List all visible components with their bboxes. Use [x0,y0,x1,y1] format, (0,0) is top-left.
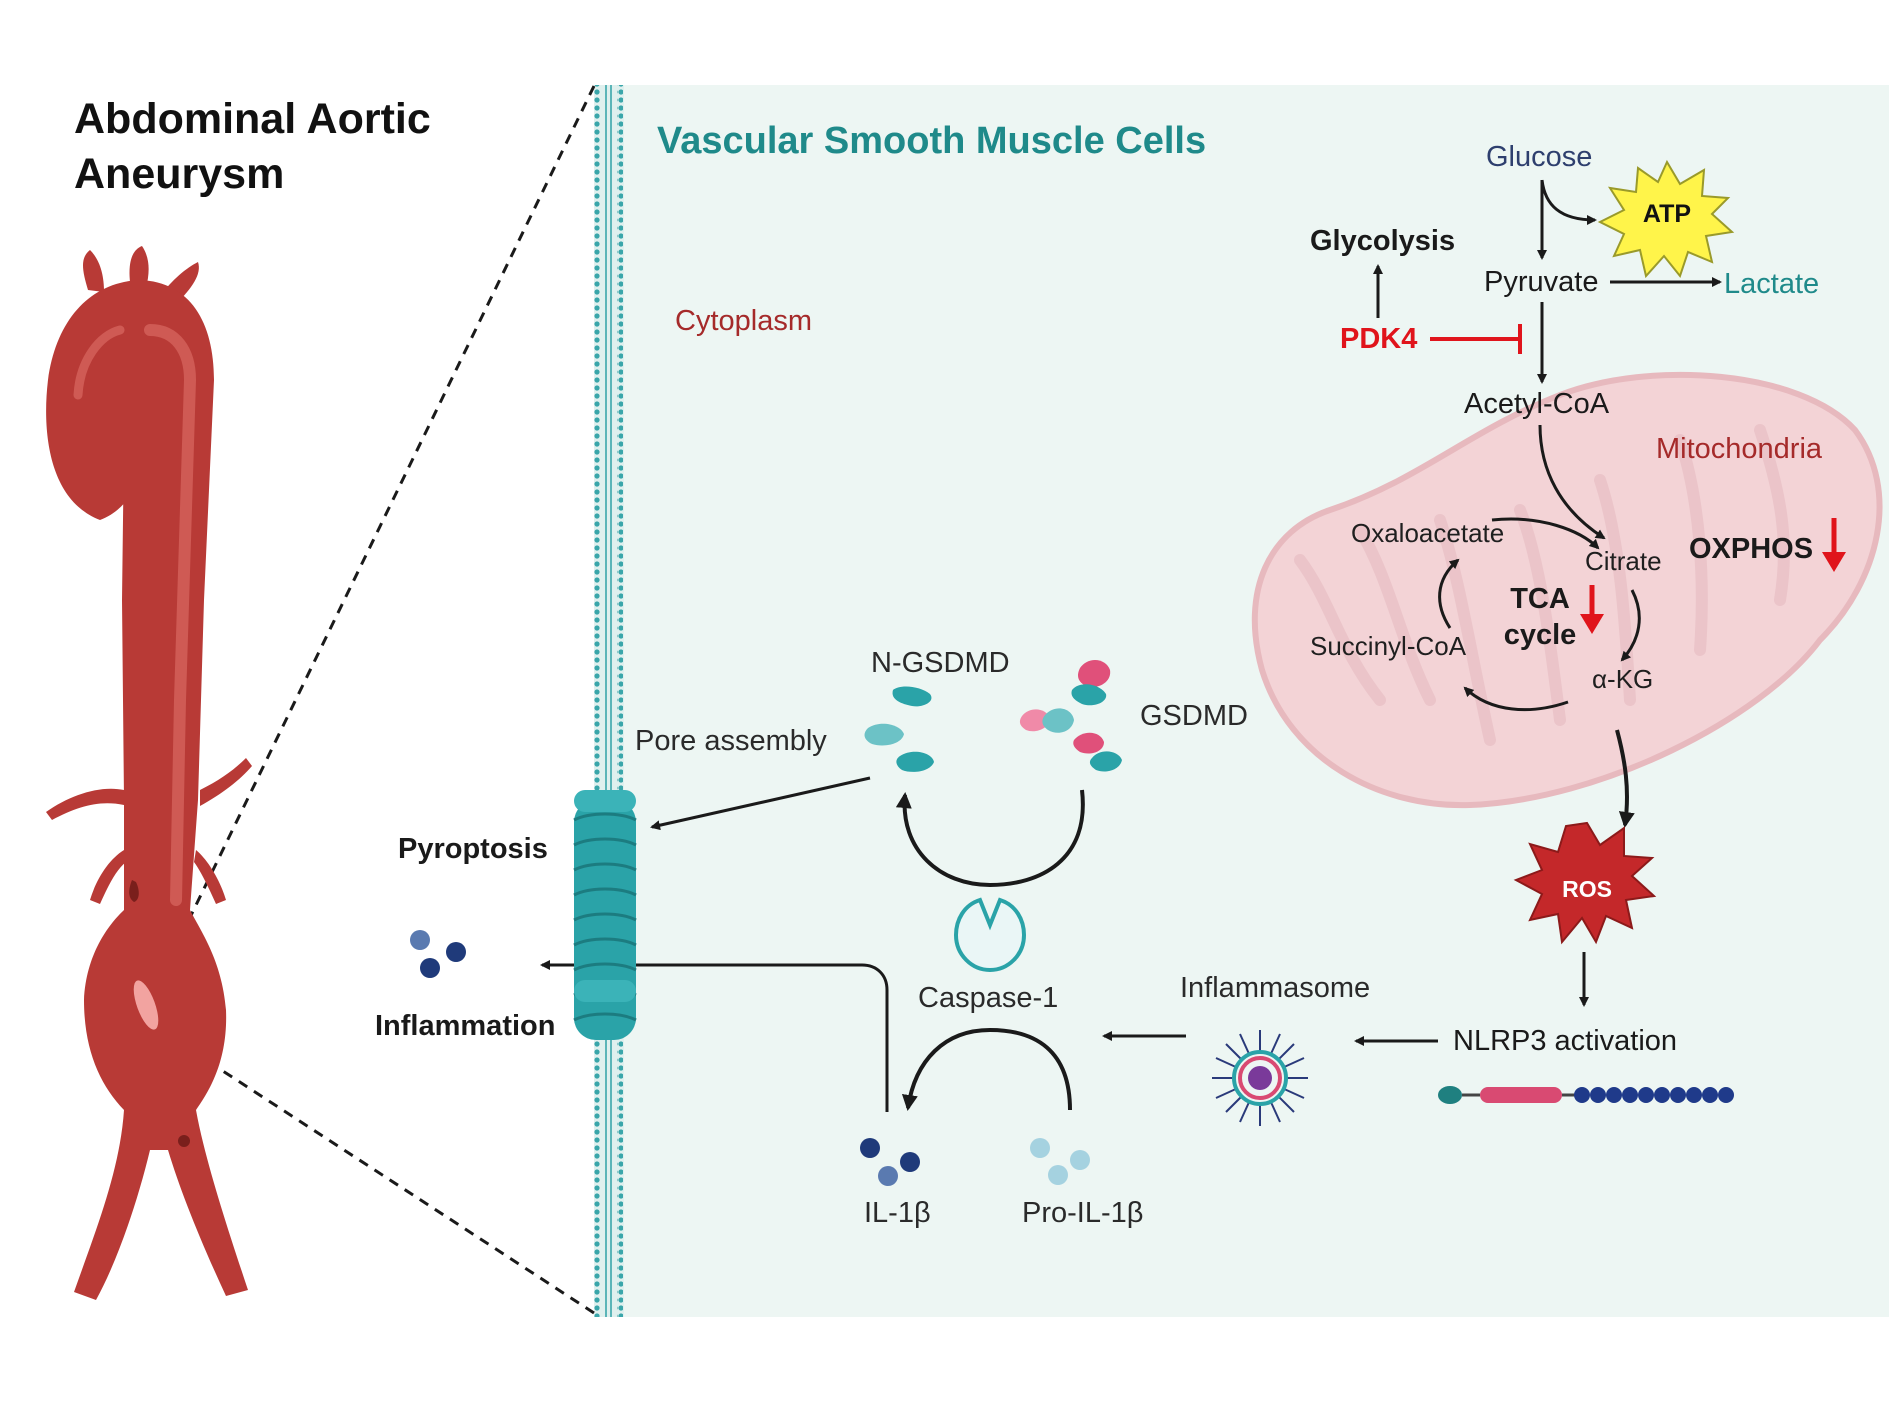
tca-label-line-2: cycle [1504,619,1577,651]
mitochondria-label: Mitochondria [1656,433,1823,465]
inflammasome-icon [1212,1030,1308,1126]
gsdmd-label: GSDMD [1140,700,1248,732]
tca-arrow-bottom [1463,686,1569,712]
mitochondrion [1251,371,1883,809]
il1b-icon [860,1138,920,1186]
glycolysis-label: Glycolysis [1310,225,1455,257]
oxphos-decrease-arrow-icon [1822,518,1846,572]
acetylcoa-to-citrate-arrow [1538,424,1606,540]
il1b-label: IL-1β [864,1197,931,1229]
citrate-label: Citrate [1585,546,1662,576]
pro-il1b-icon [1030,1138,1090,1185]
akg-label: α-KG [1592,664,1653,694]
cytoplasm-label: Cytoplasm [675,305,812,337]
pore-assembly-arrow [650,776,871,831]
nlrp3-label: NLRP3 activation [1453,1025,1677,1057]
pro-il1b-to-il1b-arrow [901,1027,1072,1111]
membrane-pore-icon [573,790,637,1040]
acetyl-coa-label: Acetyl-CoA [1464,388,1610,420]
zoom-line-bottom [159,1028,595,1315]
glucose-label: Glucose [1486,141,1592,173]
caspase-1-icon [953,897,1027,973]
title-line-1: Abdominal Aortic [74,95,431,143]
cell-heading: Vascular Smooth Muscle Cells [657,120,1206,162]
inflammation-label: Inflammation [375,1010,555,1042]
aorta-illustration [46,246,252,1300]
inflammasome-label: Inflammasome [1180,972,1370,1004]
tca-arrow-right [1620,589,1641,662]
akg-to-ros-arrow [1615,729,1635,828]
n-gsdmd-label: N-GSDMD [871,647,1010,679]
nlrp3-domain-icon [1438,1086,1734,1104]
n-gsdmd-protein-icon [864,686,934,772]
il1b-to-inflammation-arrow [540,960,889,1112]
inflammation-cytokine-icon [410,930,466,978]
atp-starburst-icon [1597,159,1735,279]
pyroptosis-label: Pyroptosis [398,833,548,865]
pore-assembly-label: Pore assembly [635,725,827,757]
lactate-label: Lactate [1724,268,1819,300]
tca-arrow-left [1438,558,1460,629]
oxphos-label: OXPHOS [1689,533,1813,565]
succinyl-coa-label: Succinyl-CoA [1310,631,1467,661]
title-line-2: Aneurysm [74,150,284,198]
tca-arrow-top [1491,517,1600,550]
caspase-1-label: Caspase-1 [918,982,1058,1014]
cell-membrane [594,85,624,1317]
ros-starburst-icon [1513,821,1657,945]
zoom-line-top [143,85,596,1011]
gsdmd-cleavage-arrow [895,789,1085,888]
pdk4-inhibition-bar [1430,324,1522,354]
ros-label: ROS [1562,876,1612,902]
tca-label-line-1: TCA [1510,583,1570,615]
atp-label: ATP [1643,200,1691,228]
pro-il1b-label: Pro-IL-1β [1022,1197,1143,1229]
pdk4-label: PDK4 [1340,323,1417,355]
oxaloacetate-label: Oxaloacetate [1351,518,1504,548]
gsdmd-protein-icon [1019,659,1122,772]
pyruvate-label: Pyruvate [1484,266,1598,298]
tca-decrease-arrow-icon [1580,585,1604,634]
